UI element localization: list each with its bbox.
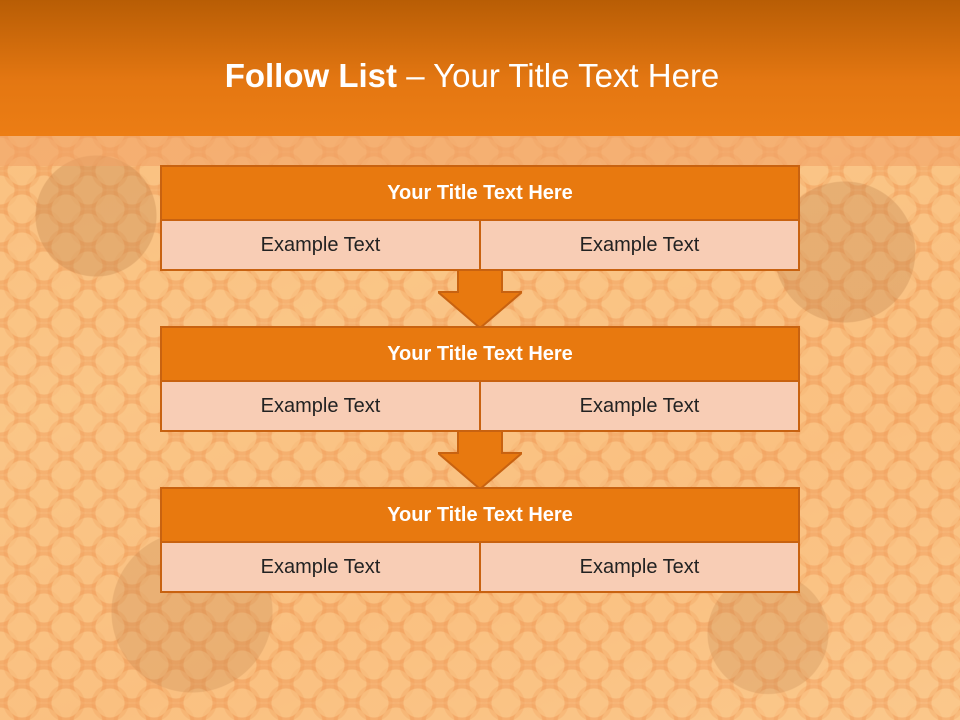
header-band: [0, 0, 960, 136]
list-block-2: Your Title Text Here Example Text Exampl…: [160, 326, 800, 432]
block-cell-right: Example Text: [481, 543, 800, 593]
slide-title: Follow List – Your Title Text Here: [0, 55, 944, 97]
down-arrow-icon: [438, 270, 522, 328]
block-title: Your Title Text Here: [160, 487, 800, 543]
block-cell-left: Example Text: [160, 543, 481, 593]
block-cell-left: Example Text: [160, 221, 481, 271]
list-block-3: Your Title Text Here Example Text Exampl…: [160, 487, 800, 593]
block-row: Example Text Example Text: [160, 382, 800, 432]
block-cell-left: Example Text: [160, 382, 481, 432]
list-block-1: Your Title Text Here Example Text Exampl…: [160, 165, 800, 271]
slide-title-rest: – Your Title Text Here: [397, 57, 720, 94]
block-row: Example Text Example Text: [160, 543, 800, 593]
down-arrow-icon: [438, 431, 522, 489]
block-cell-right: Example Text: [481, 221, 800, 271]
header-subband: [0, 136, 960, 166]
block-cell-right: Example Text: [481, 382, 800, 432]
block-row: Example Text Example Text: [160, 221, 800, 271]
block-title: Your Title Text Here: [160, 165, 800, 221]
slide-title-bold: Follow List: [224, 57, 398, 94]
block-title: Your Title Text Here: [160, 326, 800, 382]
